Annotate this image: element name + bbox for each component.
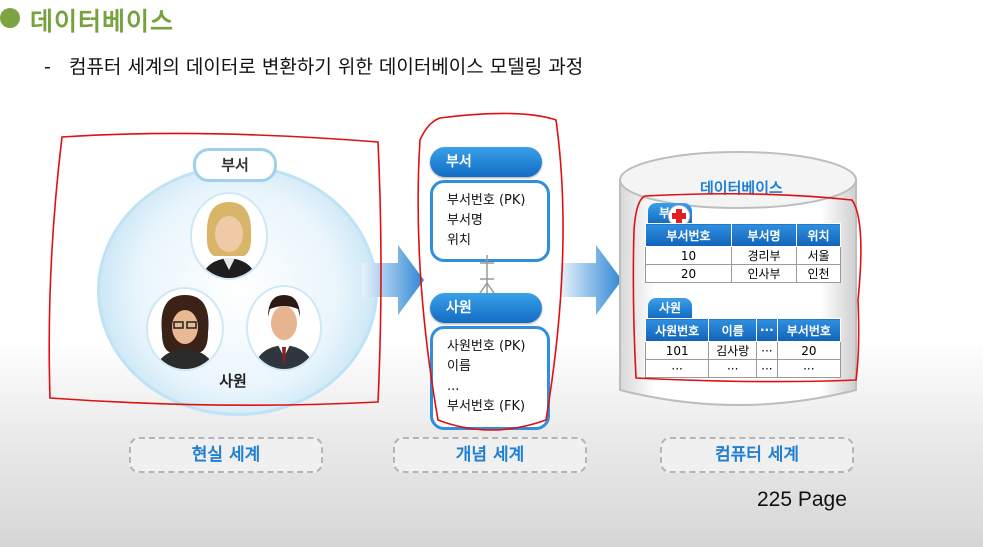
attribute: 부서번호 (PK)	[447, 193, 526, 208]
attribute: 부서명	[447, 213, 483, 228]
person-woman-glasses-icon	[146, 287, 224, 371]
table-cell: ···	[776, 359, 842, 378]
table-cell: ···	[708, 359, 758, 378]
entity-dept-header: 부서	[430, 147, 542, 177]
table-row: 20 인사부 인천	[644, 264, 841, 283]
entity-employee-header: 사원	[430, 293, 542, 323]
table-cell: 경리부	[731, 246, 797, 265]
employee-label: 사원	[219, 372, 247, 390]
table-cell: ···	[644, 359, 710, 378]
table-cell: ···	[756, 359, 778, 378]
slide-subtitle: - 컴퓨터 세계의 데이터로 변환하기 위한 데이터베이스 모델링 과정	[44, 56, 584, 78]
attribute: 이름	[447, 359, 471, 374]
arrow-right-icon	[362, 245, 424, 315]
table-cell: 인사부	[731, 264, 797, 283]
dept-label: 부서	[193, 148, 277, 182]
page-number: 225 Page	[757, 488, 847, 511]
entity-employee-attributes: 사원번호 (PK) 이름 ... 부서번호 (FK)	[430, 326, 550, 430]
table-header: 부서번호	[644, 223, 733, 247]
emp-table-tab: 사원	[648, 298, 692, 318]
table-cell: 김사랑	[708, 341, 758, 360]
attribute: 위치	[447, 233, 471, 248]
table-header: 부서명	[731, 223, 797, 247]
table-row: 10 경리부 서울	[644, 246, 841, 265]
person-man-suit-icon	[246, 285, 322, 371]
attribute: 부서번호 (FK)	[447, 399, 526, 414]
bullet-dot-icon	[0, 8, 20, 28]
table-row: 101 김사랑 ··· 20	[644, 341, 842, 360]
table-cell: 인천	[796, 264, 841, 283]
concept-world-caption: 개념 세계	[393, 437, 587, 473]
table-header: 이름	[708, 318, 758, 342]
entity-dept-attributes: 부서번호 (PK) 부서명 위치	[430, 180, 550, 262]
arrow-right-icon	[560, 245, 622, 315]
slide-title: 데이터베이스	[30, 7, 175, 36]
table-header: 위치	[796, 223, 841, 247]
relationship-connector-icon	[479, 255, 495, 293]
table-row: ··· ··· ··· ···	[644, 359, 842, 378]
person-woman-blonde-icon	[190, 192, 268, 280]
computer-world-caption: 컴퓨터 세계	[660, 437, 854, 473]
table-header: 부서번호	[776, 318, 842, 342]
attribute: ...	[447, 379, 460, 394]
table-cell: 20	[644, 264, 733, 283]
db-title: 데이터베이스	[700, 179, 783, 197]
attribute: 사원번호 (PK)	[447, 339, 526, 354]
table-header: ···	[756, 318, 778, 342]
table-header: 사원번호	[644, 318, 710, 342]
medical-cross-icon	[668, 205, 690, 227]
table-cell: 20	[776, 341, 842, 360]
real-world-caption: 현실 세계	[129, 437, 323, 473]
emp-table: 사원번호 이름 ··· 부서번호 101 김사랑 ··· 20 ··· ··· …	[644, 318, 842, 378]
table-cell: 101	[644, 341, 710, 360]
dept-table: 부서번호 부서명 위치 10 경리부 서울 20 인사부 인천	[644, 223, 841, 283]
